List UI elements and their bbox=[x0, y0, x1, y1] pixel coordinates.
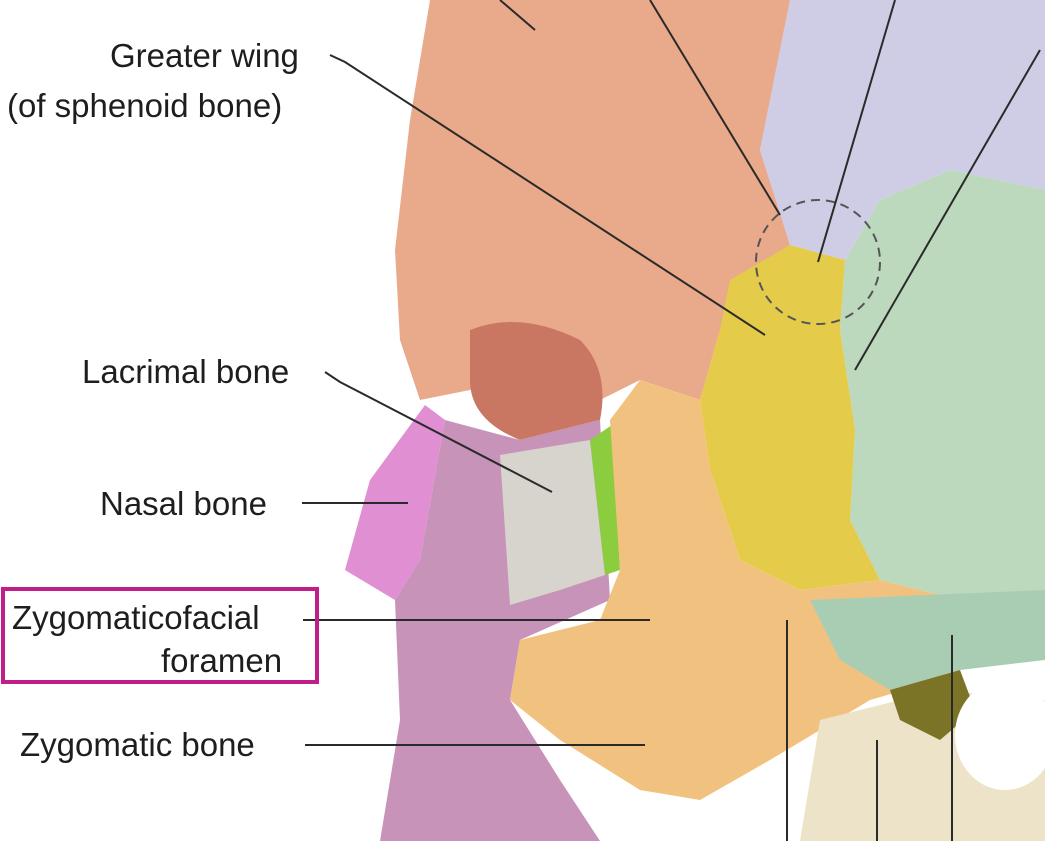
lacrimal-bone-region bbox=[500, 440, 605, 605]
temporal-bone-region bbox=[840, 170, 1045, 610]
highlight-box bbox=[1, 587, 319, 684]
label-greater-wing-line1: Greater wing bbox=[110, 38, 299, 74]
label-zygomatic-bone: Zygomatic bone bbox=[20, 727, 255, 763]
label-greater-wing-line2: (of sphenoid bone) bbox=[7, 88, 282, 124]
label-nasal-bone: Nasal bone bbox=[100, 486, 267, 522]
label-lacrimal-bone: Lacrimal bone bbox=[82, 354, 289, 390]
